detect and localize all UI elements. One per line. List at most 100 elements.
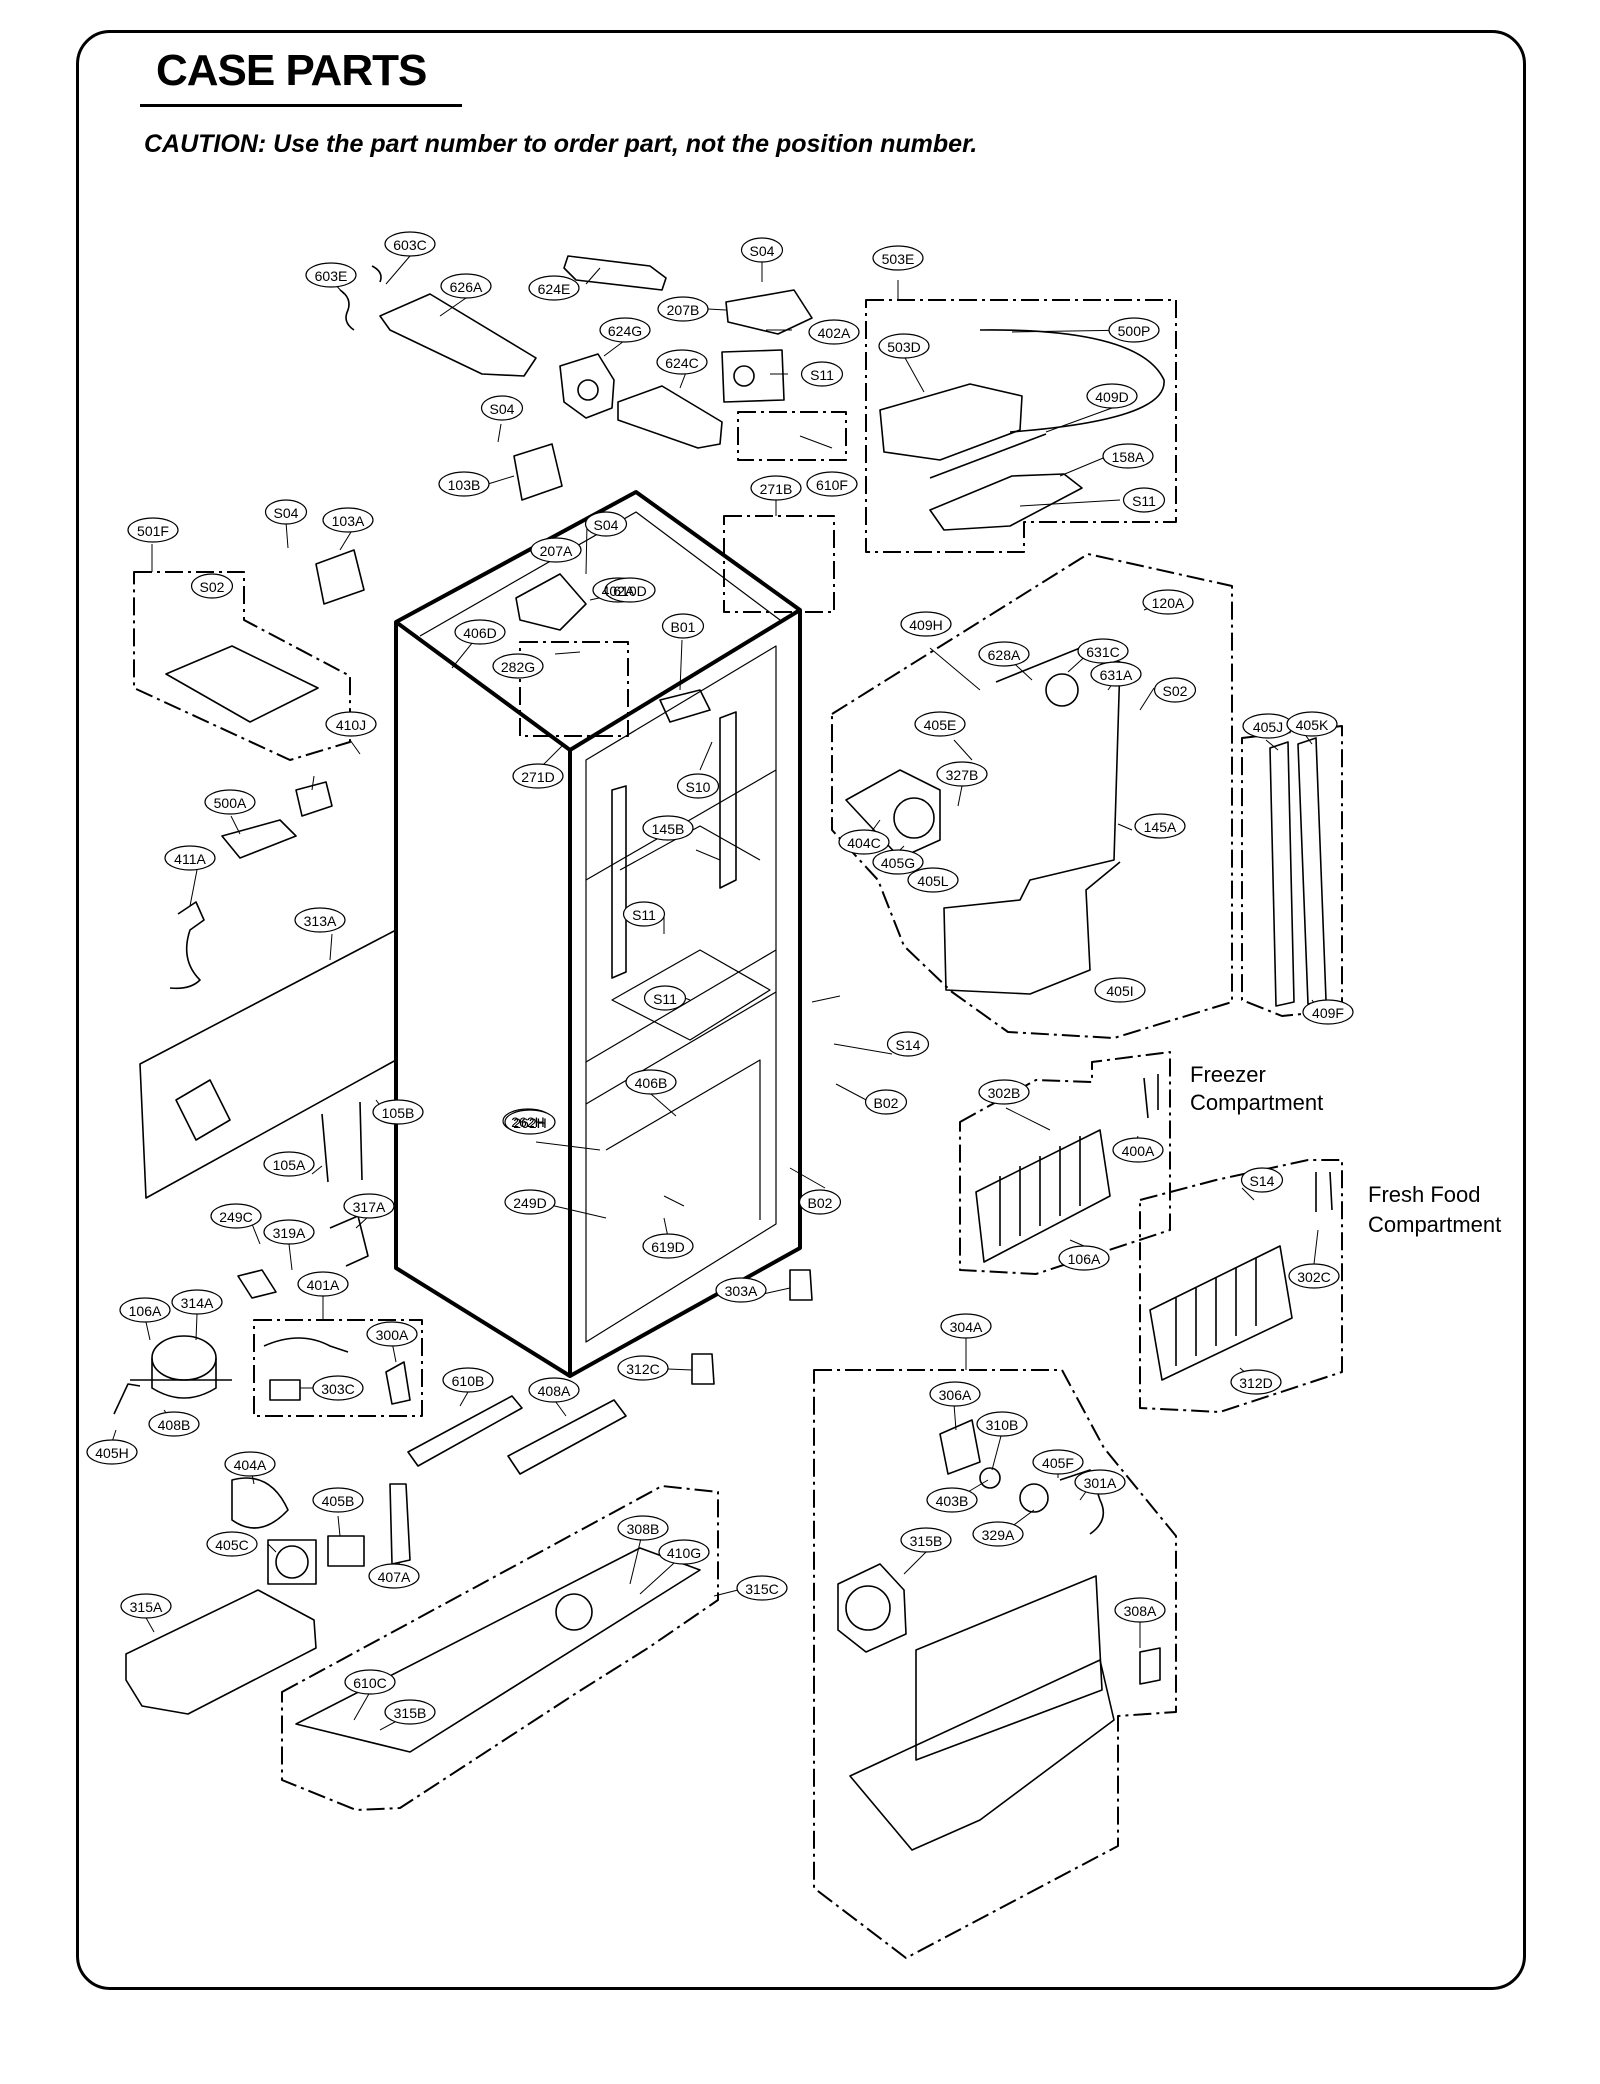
- callout-label: 106A: [1068, 1251, 1101, 1267]
- callout-label: 404A: [234, 1457, 267, 1473]
- callout-label: 619D: [651, 1239, 684, 1255]
- callout-label: 407A: [378, 1569, 411, 1585]
- callout-label: S14: [1250, 1173, 1275, 1189]
- callout-label: B01: [671, 619, 696, 635]
- part-sketches: [113, 255, 1333, 1851]
- callout-bubble: [1074, 1469, 1126, 1495]
- callout-label: 624G: [608, 323, 642, 339]
- callout-bubble: [878, 333, 930, 359]
- callout-label: 304A: [950, 1319, 983, 1335]
- callout-bubble: [936, 761, 988, 787]
- callout-bubble: [344, 1669, 396, 1695]
- callout-bubble: [736, 1575, 788, 1601]
- callout-bubble: [599, 317, 651, 343]
- callout-bubble: [886, 1031, 930, 1057]
- callout-bubble: [504, 1189, 556, 1215]
- callout-label: 631A: [1100, 667, 1133, 683]
- callout-bubble: [438, 471, 490, 497]
- callout-label: 405E: [924, 717, 957, 733]
- callout-bubble: [440, 273, 492, 299]
- callout-label: S11: [653, 991, 677, 1007]
- callout-label: S11: [1132, 493, 1156, 509]
- callout-label: 501F: [137, 523, 169, 539]
- callout-label: 249D: [513, 1195, 546, 1211]
- callout-bubble: [1122, 487, 1166, 513]
- fresh-food-caption-line1: Fresh Food: [1368, 1182, 1481, 1207]
- callout-label: 610F: [816, 477, 848, 493]
- callout-bubble: [368, 1563, 420, 1589]
- callout-bubble: [372, 1099, 424, 1125]
- callout-label: 207B: [667, 302, 700, 318]
- callout-label: 402A: [602, 583, 635, 599]
- callout-label: 207A: [540, 543, 573, 559]
- callout-bubble: [454, 619, 506, 645]
- callout-bubble: [504, 1109, 556, 1135]
- callout-bubble: [625, 1069, 677, 1095]
- assembly-group-outlines: [133, 299, 1343, 1959]
- callout-label: S02: [200, 579, 225, 595]
- compartment-captions: Freezer Compartment Fresh Food Compartme…: [1190, 1062, 1501, 1237]
- callout-label: 631C: [1086, 644, 1119, 660]
- callout-bubble: [1094, 977, 1146, 1003]
- callout-bubble: [171, 1289, 223, 1315]
- callout-bubble: [190, 573, 234, 599]
- callout-bubble: [210, 1203, 262, 1229]
- callout-bubble: [900, 611, 952, 637]
- callout-label: 624E: [538, 281, 571, 297]
- callout-bubble: [926, 1487, 978, 1513]
- callout-bubble: [492, 653, 544, 679]
- callout-bubble: [806, 471, 858, 497]
- callout-label: 405B: [322, 1493, 355, 1509]
- callout-label: 610C: [353, 1675, 386, 1691]
- callout-label: 409D: [1095, 389, 1128, 405]
- callout-label: 402A: [818, 325, 851, 341]
- callout-label: 314A: [181, 1295, 214, 1311]
- callout-label: 262H: [511, 1114, 544, 1130]
- callout-bubble: [343, 1193, 395, 1219]
- callout-label: 405G: [881, 855, 915, 871]
- callout-bubble: [643, 985, 687, 1011]
- callout-label: 401A: [307, 1277, 340, 1293]
- callout-label: 408B: [158, 1417, 191, 1433]
- callout-label: 315B: [394, 1705, 427, 1721]
- callout-label: 312D: [1239, 1375, 1272, 1391]
- callout-bubble: [530, 537, 582, 563]
- callout-label: 312C: [626, 1361, 659, 1377]
- callout-bubble: [120, 1593, 172, 1619]
- callout-bubble: [907, 867, 959, 893]
- callout-bubble: [900, 1527, 952, 1553]
- title-underline: [140, 104, 462, 107]
- callout-label: S04: [274, 505, 299, 521]
- callout-label: 262H: [513, 1115, 546, 1131]
- callout-label: S04: [594, 517, 619, 533]
- callout-bubble: [1240, 1167, 1284, 1193]
- callout-label: 603C: [393, 237, 426, 253]
- callout-label: 327B: [946, 767, 979, 783]
- callout-label: 405K: [1296, 717, 1329, 733]
- callout-bubble: [978, 1079, 1030, 1105]
- callout-label: 503D: [887, 339, 920, 355]
- callout-label: 315C: [745, 1581, 778, 1597]
- callout-label: S14: [896, 1037, 921, 1053]
- callout-bubble: [1058, 1245, 1110, 1271]
- callout-bubble: [297, 1271, 349, 1297]
- callout-bubble: [940, 1313, 992, 1339]
- callout-label: 610B: [452, 1373, 485, 1389]
- callout-label: 405C: [215, 1537, 248, 1553]
- callout-label: S04: [750, 243, 775, 259]
- callout-bubble: [512, 763, 564, 789]
- callout-bubble: [528, 1377, 580, 1403]
- callout-label: 409H: [909, 617, 942, 633]
- callout-label: 410G: [667, 1545, 701, 1561]
- callout-bubble: [384, 231, 436, 257]
- callout-bubble: [442, 1367, 494, 1393]
- callout-label: 158A: [1112, 449, 1145, 465]
- callout-label: 310B: [986, 1417, 1019, 1433]
- callout-bubble: [1230, 1369, 1282, 1395]
- callout-bubble: [1032, 1449, 1084, 1475]
- callout-label: 103B: [448, 477, 481, 493]
- callout-label: 405I: [1106, 983, 1133, 999]
- callout-bubble: [1302, 999, 1354, 1025]
- callout-label: S11: [632, 907, 656, 923]
